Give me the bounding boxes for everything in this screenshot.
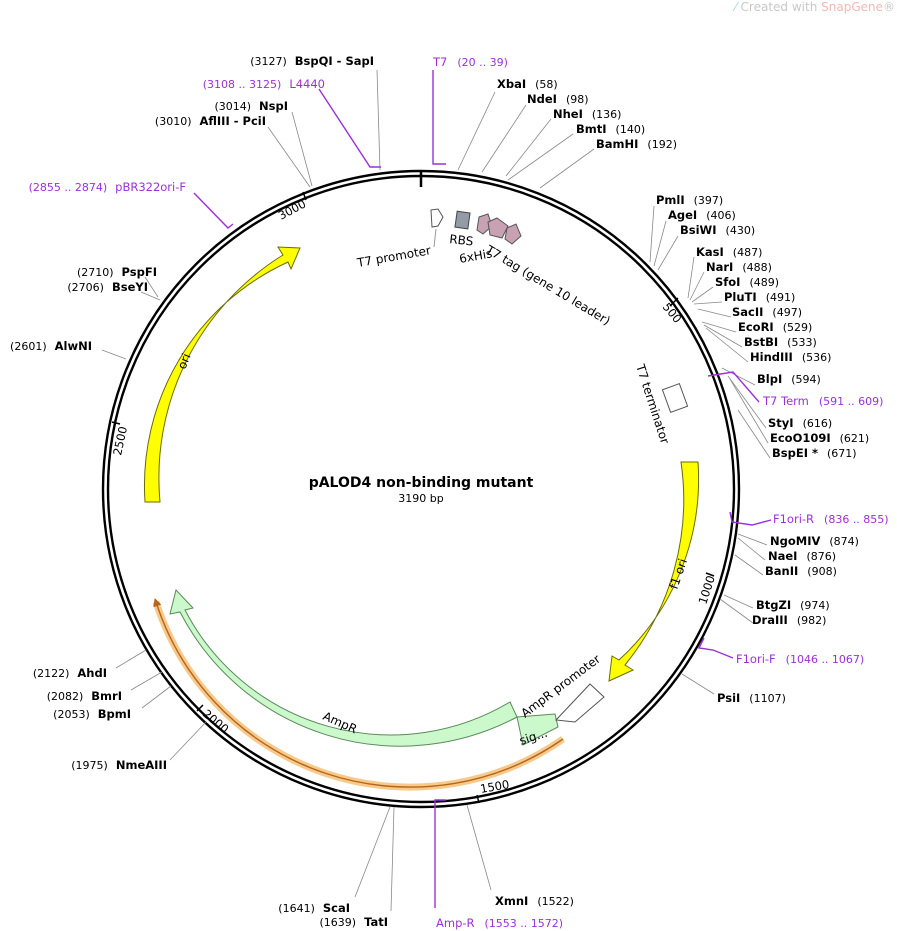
primer-l4440[interactable]: (3108 .. 3125)L4440 — [203, 77, 325, 91]
enzyme-site-naei[interactable]: NaeI(876) — [768, 549, 836, 563]
enzyme-site-styi[interactable]: StyI(616) — [768, 416, 832, 430]
enzyme-site-alwni[interactable]: (2601)AlwNI — [10, 339, 92, 353]
tick-label-1500: 1500 — [479, 777, 510, 796]
6xhis-label: 6xHis — [458, 246, 493, 266]
enzyme-site-banii[interactable]: BanII(908) — [765, 564, 837, 578]
backbone-outer — [101, 169, 741, 809]
primer-markers — [193, 70, 772, 908]
enzyme-site-ahdi[interactable]: (2122)AhdI — [33, 666, 107, 680]
primer-t7-term[interactable]: T7 Term(591 .. 609) — [762, 394, 883, 408]
enzyme-site-sfoi[interactable]: SfoI(489) — [715, 275, 779, 289]
enzyme-site-bspei-[interactable]: BspEI *(671) — [772, 446, 857, 460]
ampr-feature[interactable] — [169, 588, 518, 747]
enzyme-site-agei[interactable]: AgeI(406) — [668, 208, 736, 222]
enzyme-site-tati[interactable]: (1639)TatI — [320, 915, 388, 929]
enzyme-site-nari[interactable]: NarI(488) — [706, 260, 772, 274]
ampr-promoter-feature[interactable] — [554, 683, 605, 723]
enzyme-leaders — [101, 69, 771, 912]
enzyme-site-xbai[interactable]: XbaI(58) — [497, 77, 558, 91]
enzyme-site-afliii-pcii[interactable]: (3010)AflIII - PciI — [155, 114, 266, 128]
enzyme-site-xmni[interactable]: XmnI(1522) — [495, 894, 574, 908]
t7-tag-feature-b[interactable] — [504, 223, 522, 245]
primer-f1ori-r[interactable]: F1ori-R(836 .. 855) — [773, 512, 889, 526]
enzyme-site-pspfi[interactable]: (2710)PspFI — [77, 265, 157, 279]
snapgene-logo-icon: ⁄ — [734, 0, 741, 14]
enzyme-site-bamhi[interactable]: BamHI(192) — [596, 137, 677, 151]
enzyme-site-sacii[interactable]: SacII(497) — [732, 305, 802, 319]
tick-label-2500: 2500 — [110, 425, 130, 457]
enzyme-site-blpi[interactable]: BlpI(594) — [757, 372, 821, 386]
scale-ticks — [111, 191, 715, 804]
t7-promoter-leader — [433, 228, 437, 248]
primer-t7[interactable]: T7(20 .. 39) — [432, 55, 508, 69]
enzyme-site-bsiwi[interactable]: BsiWI(430) — [680, 223, 755, 237]
6xhis-feature[interactable] — [476, 213, 493, 235]
enzyme-site-nspi[interactable]: (3014)NspI — [214, 99, 288, 113]
enzyme-site-hindiii[interactable]: HindIII(536) — [750, 350, 831, 364]
enzyme-site-bmti[interactable]: BmtI(140) — [576, 122, 645, 136]
enzyme-site-bpmi[interactable]: (2053)BpmI — [53, 707, 131, 721]
rbs-feature[interactable] — [454, 210, 471, 230]
enzyme-site-scai[interactable]: (1641)ScaI — [278, 901, 350, 915]
t7-promoter-feature[interactable] — [430, 208, 444, 228]
enzyme-site-ndei[interactable]: NdeI(98) — [527, 92, 589, 106]
enzyme-site-bspqi-sapi[interactable]: (3127)BspQI - SapI — [250, 54, 374, 68]
enzyme-site-bstbi[interactable]: BstBI(533) — [744, 335, 817, 349]
highlight-arrow — [153, 598, 564, 788]
enzyme-site-ecori[interactable]: EcoRI(529) — [738, 320, 812, 334]
primer-amp-r[interactable]: Amp-R(1553 .. 1572) — [436, 916, 563, 930]
plasmid-name: pALOD4 non-binding mutant — [309, 475, 534, 491]
enzyme-site-draiii[interactable]: DraIII(982) — [752, 613, 826, 627]
enzyme-site-nmeaiii[interactable]: (1975)NmeAIII — [71, 758, 167, 772]
enzyme-site-ecoo109i[interactable]: EcoO109I(621) — [770, 431, 869, 445]
enzyme-site-psii[interactable]: PsiI(1107) — [717, 691, 786, 705]
ori-feature[interactable] — [143, 246, 301, 503]
t7-terminator-feature[interactable] — [661, 383, 689, 413]
ori-label: ori — [175, 351, 194, 371]
enzyme-site-nhei[interactable]: NheI(136) — [553, 107, 621, 121]
enzyme-site-kasi[interactable]: KasI(487) — [696, 245, 762, 259]
enzyme-site-bmri[interactable]: (2082)BmrI — [47, 689, 122, 703]
primer-f1ori-f[interactable]: F1ori-F(1046 .. 1067) — [736, 652, 864, 666]
enzyme-site-bseyi[interactable]: (2706)BseYI — [67, 280, 148, 294]
primer-pbr322ori-f[interactable]: (2855 .. 2874)pBR322ori-F — [29, 180, 186, 194]
signal-sequence-feature[interactable] — [516, 713, 559, 746]
enzyme-site-pluti[interactable]: PluTI(491) — [724, 290, 795, 304]
enzyme-site-pmli[interactable]: PmlI(397) — [656, 193, 723, 207]
t7-tag-feature-a[interactable] — [487, 217, 509, 239]
plasmid-size: 3190 bp — [398, 492, 443, 505]
watermark: ⁄ Created with SnapGene® — [734, 0, 895, 14]
enzyme-site-ngomiv[interactable]: NgoMIV(874) — [770, 534, 859, 548]
rbs-label: RBS — [449, 232, 474, 248]
f1-ori-feature[interactable] — [608, 461, 700, 682]
enzyme-site-btgzi[interactable]: BtgZI(974) — [756, 598, 830, 612]
